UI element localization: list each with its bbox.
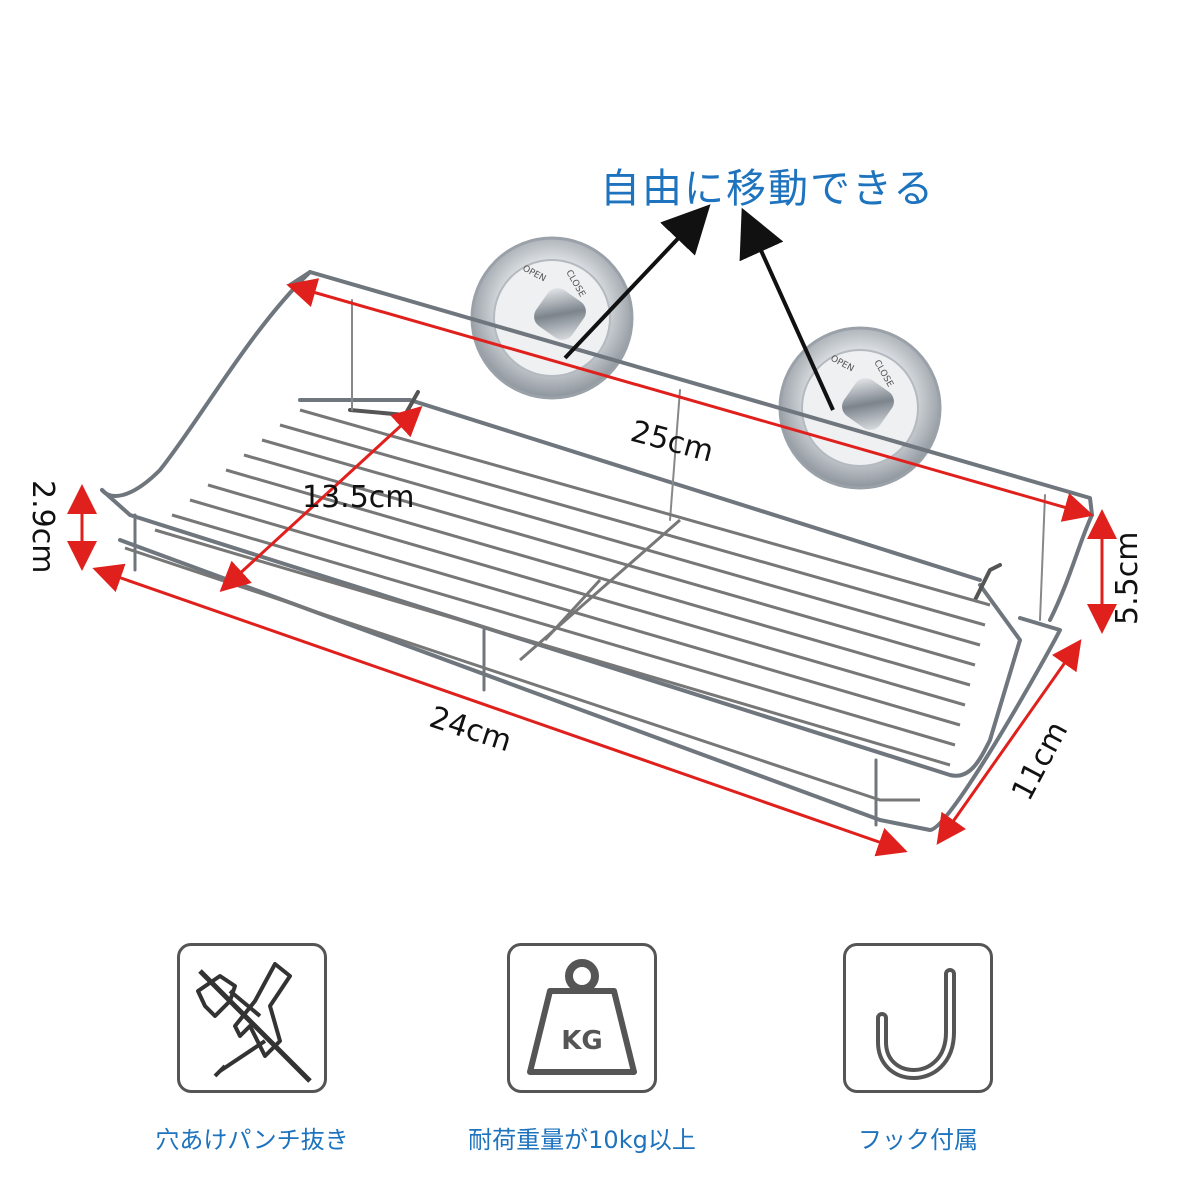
- hook-included-label: フック付属: [858, 1126, 978, 1154]
- hook-icon: [843, 943, 993, 1093]
- wire-shelf: [100, 270, 1094, 832]
- kg-badge-text: KG: [561, 1026, 603, 1056]
- dim-label-inner-depth: 13.5cm: [302, 480, 415, 515]
- dim-line-inner-depth: [219, 405, 423, 593]
- dim-line-outer-depth: [936, 639, 1082, 845]
- weight-capacity-label: 耐荷重量が10kg以上: [468, 1126, 696, 1154]
- no-drill-icon: [177, 943, 327, 1093]
- dim-line-top-length: [286, 278, 1094, 522]
- dim-line-bottom-length: [92, 563, 908, 857]
- headline-movable: 自由に移動できる: [600, 166, 936, 212]
- movable-pointer-arrows: [563, 204, 835, 411]
- suction-cup-left: OPEN CLOSE: [470, 236, 634, 400]
- dim-label-back-height: 5.5cm: [1110, 531, 1145, 625]
- dim-label-front-height: 2.9cm: [25, 480, 60, 574]
- weight-kg-icon: KG: [507, 943, 657, 1093]
- no-drill-label: 穴あけパンチ抜き: [155, 1126, 349, 1154]
- dimension-lines: [67, 278, 1117, 857]
